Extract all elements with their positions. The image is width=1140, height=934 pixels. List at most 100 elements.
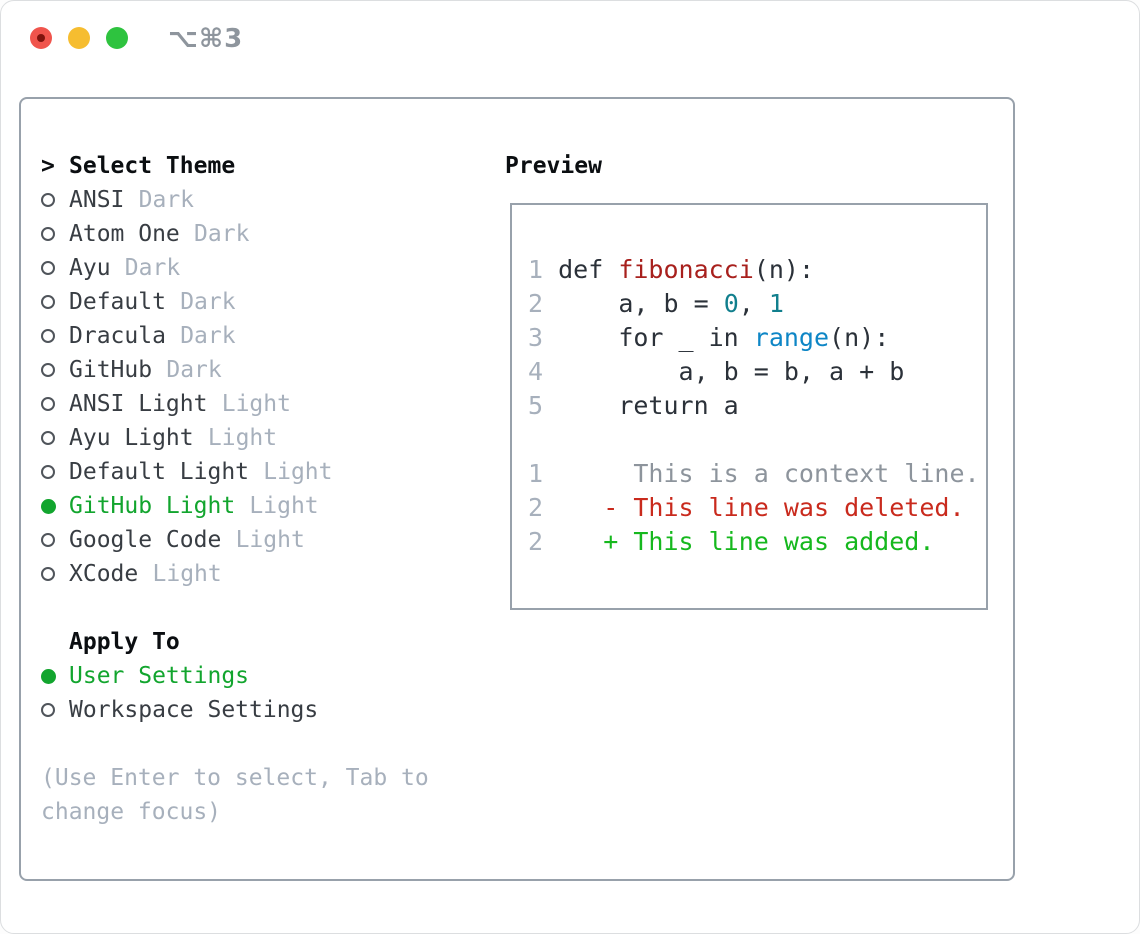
code-line: 4 a, b = b, a + b [528, 355, 986, 389]
theme-item-ayu-light[interactable]: Ayu Light Light [41, 421, 461, 455]
code-segment: range [753, 323, 830, 352]
radio-icon [41, 261, 55, 275]
option-label: XCode [69, 561, 139, 587]
code-line: 2 - This line was deleted. [528, 491, 986, 525]
radio-selected-icon [41, 668, 56, 684]
window-controls [30, 27, 128, 49]
code-segment: def [558, 255, 619, 284]
theme-item-github-light[interactable]: GitHub Light Light [41, 489, 461, 523]
hint-text: (Use Enter to select, Tab to change focu… [41, 765, 429, 825]
option-label: ANSI Light [69, 391, 208, 417]
line-number: 3 [528, 323, 544, 352]
theme-item-ansi-light[interactable]: ANSI Light Light [41, 387, 461, 421]
option-label: User Settings [69, 663, 250, 689]
line-number: 2 [528, 289, 544, 318]
code-segment: (n): [753, 255, 815, 284]
theme-item-ansi[interactable]: ANSI Dark [41, 183, 461, 217]
radio-selected-icon [41, 498, 56, 514]
zoom-button[interactable] [106, 27, 128, 49]
option-label: ANSI [69, 187, 125, 213]
theme-item-xcode[interactable]: XCode Light [41, 557, 461, 591]
code-line: 3 for _ in range(n): [528, 321, 986, 355]
code-line: 2 a, b = 0, 1 [528, 287, 986, 321]
code-segment: 0 [723, 289, 739, 318]
line-number: 2 [528, 527, 544, 556]
variant-label: Dark [138, 187, 195, 213]
code-segment: 1 [768, 289, 784, 318]
apply-option-user-settings[interactable]: User Settings [41, 659, 461, 693]
apply-to-header: Apply To [41, 625, 461, 659]
select-theme-header: > Select Theme [41, 149, 461, 183]
theme-item-atom-one[interactable]: Atom One Dark [41, 217, 461, 251]
spacer [41, 591, 461, 625]
variant-label: Light [263, 459, 333, 485]
code-segment: (n): [829, 323, 890, 352]
option-label: GitHub [69, 357, 153, 383]
code-segment: for _ in [558, 323, 754, 352]
code-line: 1 This is a context line. [528, 457, 986, 491]
close-button[interactable] [30, 27, 52, 49]
variant-label: Light [235, 527, 305, 553]
apply-option-workspace-settings[interactable]: Workspace Settings [41, 693, 461, 727]
code-line [528, 423, 986, 457]
option-label: Default [69, 289, 166, 315]
code-segment: , [738, 289, 769, 318]
theme-item-github[interactable]: GitHub Dark [41, 353, 461, 387]
radio-icon [41, 465, 55, 479]
radio-icon [41, 295, 55, 309]
option-label: Default Light [69, 459, 250, 485]
option-label: Atom One [69, 221, 180, 247]
spacer [41, 727, 461, 761]
theme-item-dracula[interactable]: Dracula Dark [41, 319, 461, 353]
variant-label: Light [207, 425, 278, 451]
code-line: 2 + This line was added. [528, 525, 986, 559]
option-label: Dracula [69, 323, 166, 349]
option-label: Ayu Light [69, 425, 194, 451]
minimize-button[interactable] [68, 27, 90, 49]
code-segment: - This line was deleted. [558, 493, 965, 522]
variant-label: Light [221, 391, 291, 417]
radio-icon [41, 567, 55, 581]
radio-icon [41, 533, 55, 547]
line-number: 1 [528, 255, 544, 284]
line-number: 1 [528, 459, 544, 488]
theme-item-google-code[interactable]: Google Code Light [41, 523, 461, 557]
select-theme-title: Select Theme [69, 153, 236, 179]
option-label: GitHub Light [69, 493, 236, 519]
preview-header: Preview [505, 153, 602, 179]
code-segment: return a [558, 391, 739, 420]
radio-icon [41, 397, 55, 411]
variant-label: Light [249, 493, 319, 519]
theme-item-default-light[interactable]: Default Light Light [41, 455, 461, 489]
radio-icon [41, 193, 55, 207]
code-line: 5 return a [528, 389, 986, 423]
option-label: Workspace Settings [69, 697, 319, 723]
variant-label: Dark [194, 221, 250, 247]
variant-label: Light [152, 561, 222, 587]
window-shortcut-label: ⌥⌘3 [168, 24, 244, 54]
line-number: 4 [528, 357, 544, 386]
radio-icon [41, 703, 55, 717]
radio-icon [41, 363, 55, 377]
close-dot-icon [37, 34, 45, 42]
radio-icon [41, 431, 55, 445]
option-label: Ayu [69, 255, 111, 281]
radio-icon [41, 329, 55, 343]
variant-label: Dark [180, 323, 236, 349]
option-label: Google Code [69, 527, 222, 553]
apply-to-title: Apply To [69, 629, 180, 655]
prompt-icon: > [41, 153, 55, 179]
variant-label: Dark [166, 357, 222, 383]
code-segment: + This line was added. [558, 527, 935, 556]
line-number: 5 [528, 391, 544, 420]
line-number: 2 [528, 493, 544, 522]
